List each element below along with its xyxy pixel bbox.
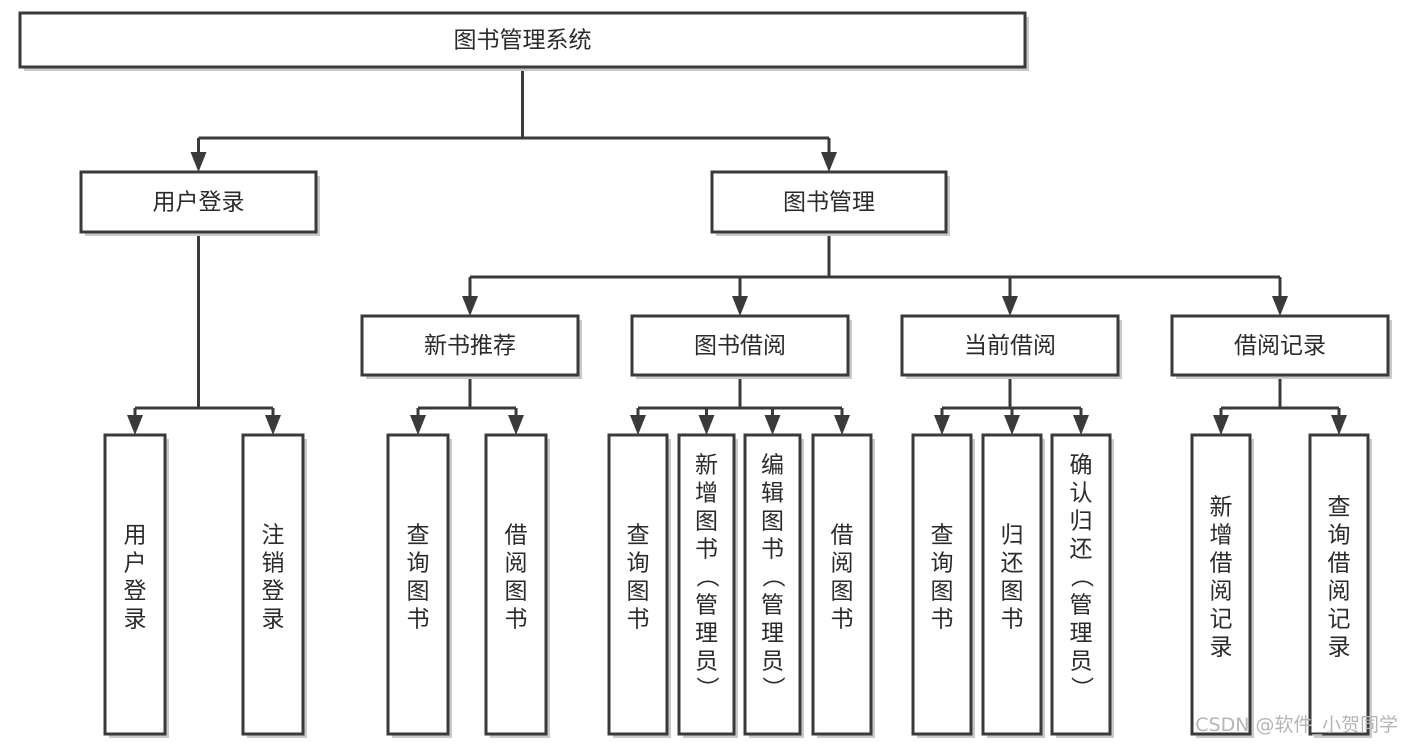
arrow-head-icon [1331,415,1347,435]
node-用户登录-l2[interactable]: 用户登录 [79,170,320,236]
node-用户登录-l4[interactable]: 用户登录 [103,433,169,738]
arrow-head-icon [821,152,837,172]
arrow-head-icon [410,415,426,435]
node-借阅图书-l4[interactable]: 借阅图书 [811,433,875,738]
connector-group-n-bookmgr [462,232,1288,316]
node-编辑图书管理员-l4[interactable]: 编辑图书（管理员） [743,433,804,738]
node-当前借阅-l3[interactable]: 当前借阅 [900,314,1122,379]
node-注销登录-l4[interactable]: 注销登录 [241,433,307,738]
node-box [360,314,580,377]
node-图书管理系统-l1[interactable]: 图书管理系统 [18,11,1029,71]
arrow-head-icon [764,415,781,435]
connector-group-n-borrow [630,375,850,435]
connector-group-n-record [1213,375,1347,435]
arrow-head-icon [1073,415,1089,435]
node-label: 注销登录 [262,523,285,633]
node-label: 用户登录 [124,523,147,633]
arrow-head-icon [127,415,143,435]
node-新增图书管理员-l4[interactable]: 新增图书（管理员） [677,433,738,738]
node-label: 图书管理 [783,190,875,216]
node-box [911,433,973,736]
node-box [1050,433,1112,736]
node-box [484,433,548,736]
node-图书借阅-l3[interactable]: 图书借阅 [630,314,852,379]
node-label: 查询图书 [407,523,430,633]
node-box [811,433,873,736]
node-box [1308,433,1370,736]
node-label: 当前借阅 [964,333,1056,359]
node-label: 新书推荐 [424,333,516,359]
node-box [743,433,802,736]
node-box [630,314,850,377]
node-label: 归还图书 [1001,523,1024,633]
node-新书推荐-l3[interactable]: 新书推荐 [360,314,582,379]
arrow-head-icon [508,415,524,435]
arrow-head-icon [732,296,748,316]
node-box [1170,314,1390,377]
arrow-head-icon [834,415,850,435]
arrow-head-icon [462,296,478,316]
arrow-head-icon [265,415,281,435]
node-label: 用户登录 [153,190,245,216]
node-label: 编辑图书（管理员） [761,453,786,703]
node-label: 查询借阅记录 [1328,495,1351,661]
node-box [79,170,318,234]
node-图书管理-l2[interactable]: 图书管理 [710,170,950,236]
node-查询图书-l4[interactable]: 查询图书 [911,433,975,738]
connector-group-n-login [127,232,281,435]
node-box [241,433,305,736]
arrow-head-icon [934,415,950,435]
node-label: 借阅图书 [831,523,854,633]
node-归还图书-l4[interactable]: 归还图书 [981,433,1045,738]
node-label: 查询图书 [627,523,650,633]
connector-group-n-current [934,375,1089,435]
node-box [103,433,167,736]
node-box [981,433,1043,736]
arrow-head-icon [630,415,646,435]
node-label: 借阅图书 [505,523,528,633]
node-box [710,170,948,234]
arrow-head-icon [1272,296,1288,316]
node-box [677,433,736,736]
node-box [1190,433,1252,736]
node-查询图书-l4[interactable]: 查询图书 [607,433,671,738]
connector-group-n-newbook [410,375,524,435]
node-借阅记录-l3[interactable]: 借阅记录 [1170,314,1392,379]
node-借阅图书-l4[interactable]: 借阅图书 [484,433,550,738]
node-box [18,11,1027,69]
node-label: 新增借阅记录 [1210,495,1233,661]
node-box [900,314,1120,377]
watermark-label: CSDN @软件_小贺同学 [1195,714,1398,736]
node-label: 确认归还（管理员） [1070,453,1095,703]
node-label: 图书借阅 [694,333,786,359]
node-查询图书-l4[interactable]: 查询图书 [386,433,452,738]
node-查询借阅记录-l4[interactable]: 查询借阅记录 [1308,433,1372,738]
arrow-head-icon [698,415,715,435]
connector-layer [127,67,1347,435]
node-新增借阅记录-l4[interactable]: 新增借阅记录 [1190,433,1254,738]
node-label: 图书管理系统 [454,28,592,54]
arrow-head-icon [190,152,207,172]
node-layer: 图书管理系统用户登录图书管理新书推荐图书借阅当前借阅借阅记录用户登录注销登录查询… [18,11,1392,738]
arrow-head-icon [1002,296,1018,316]
node-label: 查询图书 [931,523,954,633]
node-确认归还管理员-l4[interactable]: 确认归还（管理员） [1050,433,1114,738]
arrow-head-icon [1213,415,1229,435]
node-label: 借阅记录 [1234,333,1326,359]
node-box [607,433,669,736]
arrow-head-icon [1004,415,1020,435]
connector-group-root [190,67,837,172]
node-label: 新增图书（管理员） [695,453,720,703]
node-box [386,433,450,736]
